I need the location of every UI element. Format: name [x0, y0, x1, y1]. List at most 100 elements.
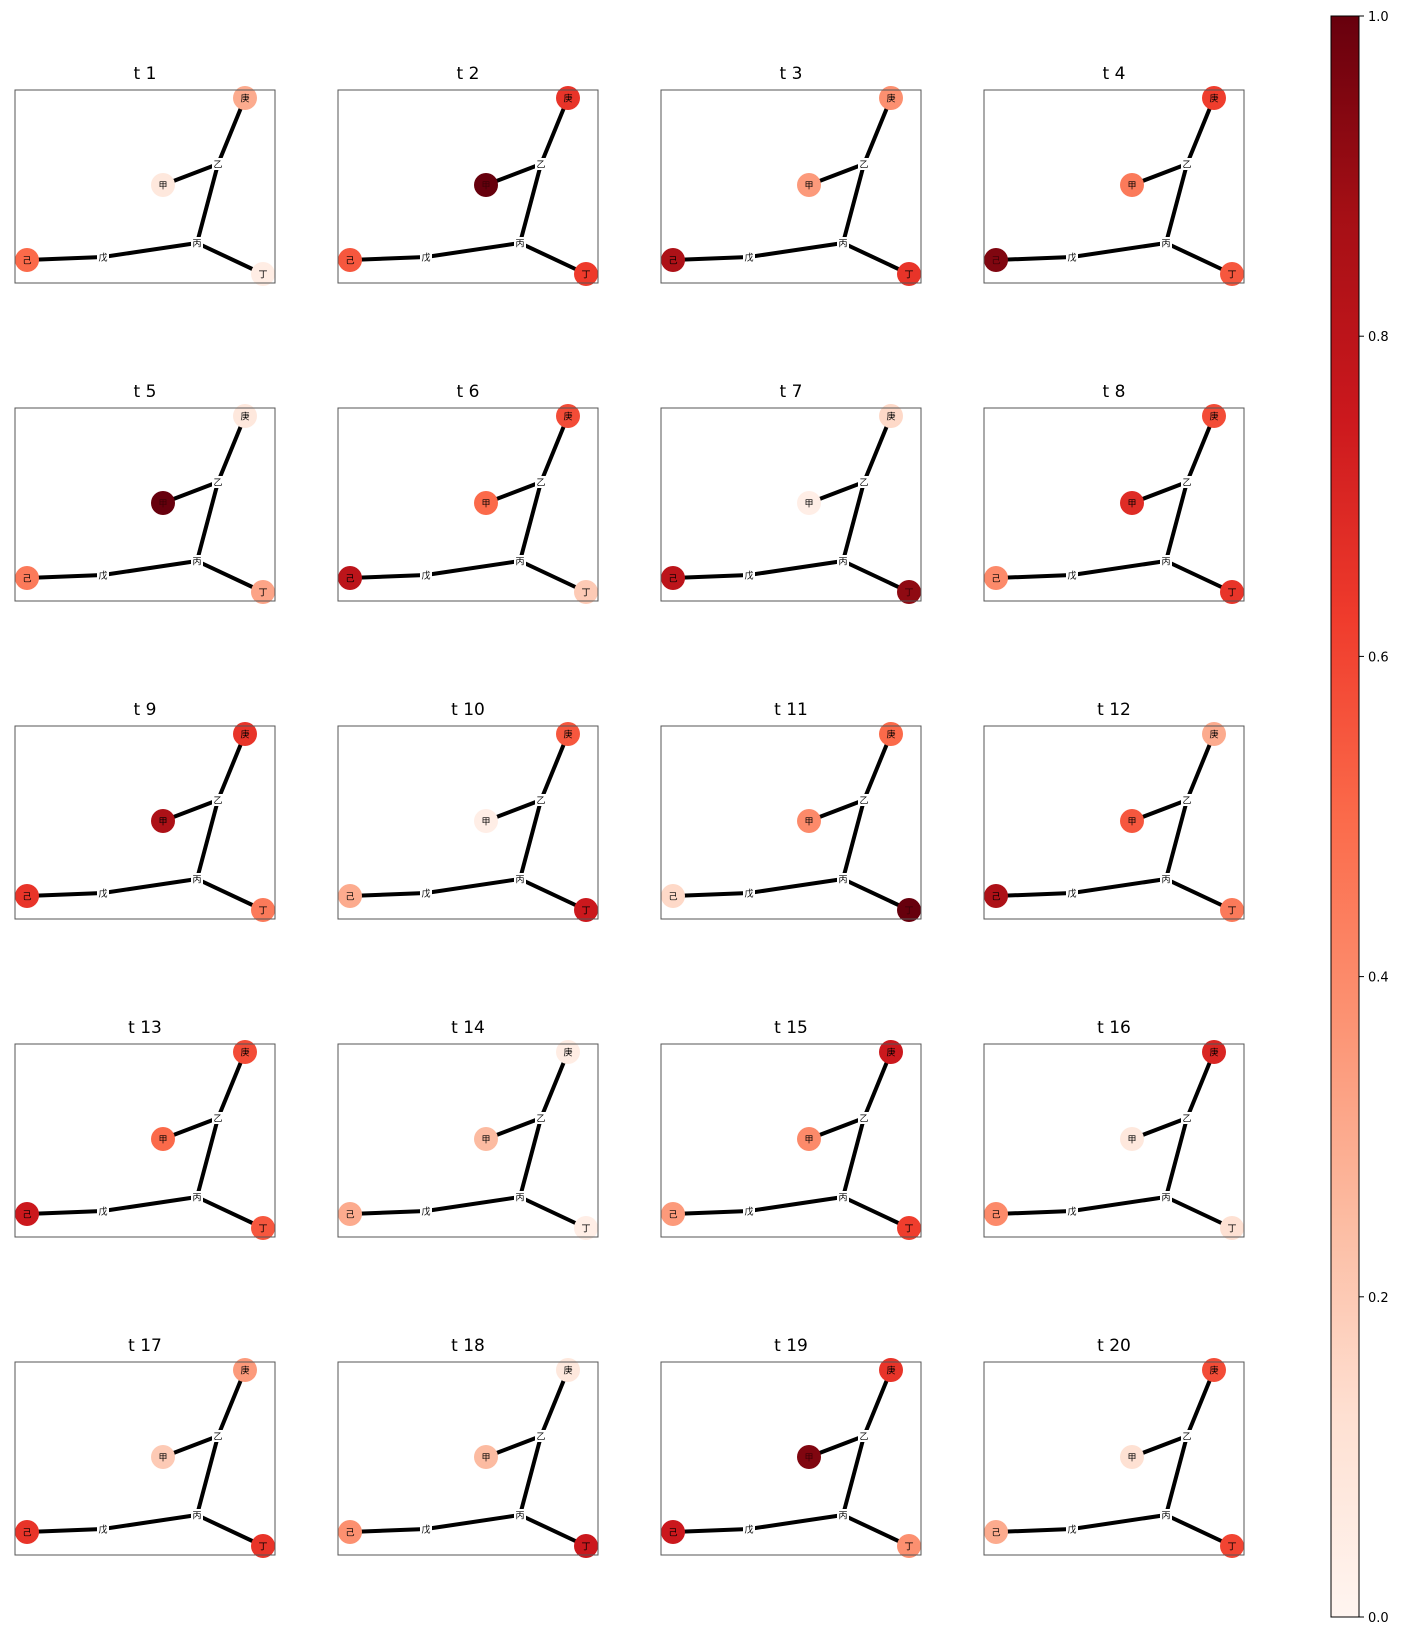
node-jia-marker — [474, 1445, 498, 1469]
edge-yi-bing — [195, 1435, 220, 1516]
panel-frame — [983, 1043, 1245, 1238]
panel-frame — [14, 1043, 276, 1238]
node-ji-label: 己 — [991, 1210, 1000, 1221]
node-wu-bg — [743, 251, 755, 263]
edge-bing-wu — [102, 241, 198, 259]
node-wu-label: 戊 — [744, 1206, 753, 1218]
node-wu-label: 戊 — [744, 888, 753, 900]
node-yi-label: 乙 — [859, 1114, 868, 1125]
node-ding-label: 丁 — [1227, 1225, 1236, 1235]
node-jia-label: 甲 — [804, 181, 813, 192]
node-wu-label: 戊 — [421, 888, 430, 900]
node-geng-marker — [1202, 404, 1226, 428]
node-wu-label: 戊 — [744, 570, 753, 582]
node-ji-marker — [661, 248, 685, 272]
node-ji-label: 己 — [991, 256, 1000, 267]
edge-bing-ding — [1165, 1513, 1233, 1548]
edge-wu-ji — [672, 573, 750, 580]
node-yi-label: 乙 — [213, 1114, 222, 1125]
panel-frame — [337, 1361, 599, 1556]
node-jia-label: 甲 — [158, 817, 167, 828]
node-bing-bg — [837, 237, 849, 249]
node-yi-bg — [1181, 794, 1193, 806]
panel-frame — [337, 407, 599, 602]
panel-frame — [337, 725, 599, 920]
node-geng-marker — [1202, 722, 1226, 746]
node-ji-marker — [15, 248, 39, 272]
edge-wu-ji — [995, 255, 1073, 262]
panel-frame — [337, 89, 599, 284]
node-wu-label: 戊 — [1067, 570, 1076, 582]
node-ji-label: 己 — [668, 892, 677, 903]
panel-title: t 4 — [1103, 64, 1126, 84]
node-geng-label: 庚 — [240, 729, 249, 741]
node-wu-bg — [1066, 1205, 1078, 1217]
edge-wu-ji — [26, 1527, 104, 1534]
node-wu-bg — [97, 569, 109, 581]
edge-yi-bing — [841, 799, 866, 880]
edge-bing-ding — [196, 877, 264, 912]
edge-wu-ji — [672, 255, 750, 262]
node-ji-label: 己 — [345, 1528, 354, 1539]
node-yi-bg — [858, 476, 870, 488]
node-yi-bg — [535, 476, 547, 488]
node-ding-marker — [574, 262, 598, 286]
node-ding-label: 丁 — [581, 907, 590, 917]
panel-title: t 20 — [1097, 1336, 1131, 1356]
node-yi-bg — [212, 476, 224, 488]
node-ding-label: 丁 — [258, 589, 267, 599]
node-jia-label: 甲 — [1127, 1135, 1136, 1146]
node-bing-bg — [191, 1509, 203, 1521]
node-jia-label: 甲 — [804, 1135, 813, 1146]
node-wu-bg — [97, 887, 109, 899]
node-ding-label: 丁 — [581, 271, 590, 281]
node-geng-marker — [233, 404, 257, 428]
node-bing-bg — [837, 1191, 849, 1203]
node-geng-marker — [233, 1358, 257, 1382]
node-yi-label: 乙 — [536, 796, 545, 807]
panel-title: t 14 — [451, 1018, 485, 1038]
node-yi-label: 乙 — [859, 1432, 868, 1443]
edge-yi-bing — [518, 481, 543, 562]
node-ding-label: 丁 — [258, 1225, 267, 1235]
node-yi-bg — [858, 158, 870, 170]
node-ji-label: 己 — [345, 1210, 354, 1221]
node-bing-bg — [1160, 873, 1172, 885]
node-ding-label: 丁 — [904, 1225, 913, 1235]
node-geng-label: 庚 — [1209, 93, 1218, 105]
node-geng-marker — [879, 1040, 903, 1064]
panel-title: t 6 — [457, 382, 480, 402]
node-ji-marker — [15, 884, 39, 908]
node-jia-marker — [1120, 1127, 1144, 1151]
edge-yi-bing — [518, 163, 543, 244]
node-yi-label: 乙 — [1182, 160, 1191, 171]
node-geng-marker — [233, 1040, 257, 1064]
node-wu-label: 戊 — [98, 252, 107, 264]
node-yi-bg — [535, 1112, 547, 1124]
node-geng-label: 庚 — [240, 93, 249, 105]
node-yi-bg — [212, 1430, 224, 1442]
node-yi-bg — [1181, 476, 1193, 488]
edge-bing-ding — [842, 241, 910, 276]
panel-frame — [660, 1043, 922, 1238]
edge-bing-wu — [1071, 1195, 1167, 1213]
node-ding-marker — [897, 262, 921, 286]
edge-bing-wu — [748, 241, 844, 259]
edge-bing-wu — [1071, 559, 1167, 577]
panel-frame — [983, 725, 1245, 920]
node-ding-marker — [1220, 898, 1244, 922]
node-jia-marker — [151, 491, 175, 515]
node-ji-label: 己 — [668, 1528, 677, 1539]
node-yi-label: 乙 — [1182, 796, 1191, 807]
edge-wu-ji — [26, 573, 104, 580]
node-wu-bg — [420, 1205, 432, 1217]
node-bing-label: 丙 — [515, 1193, 524, 1204]
